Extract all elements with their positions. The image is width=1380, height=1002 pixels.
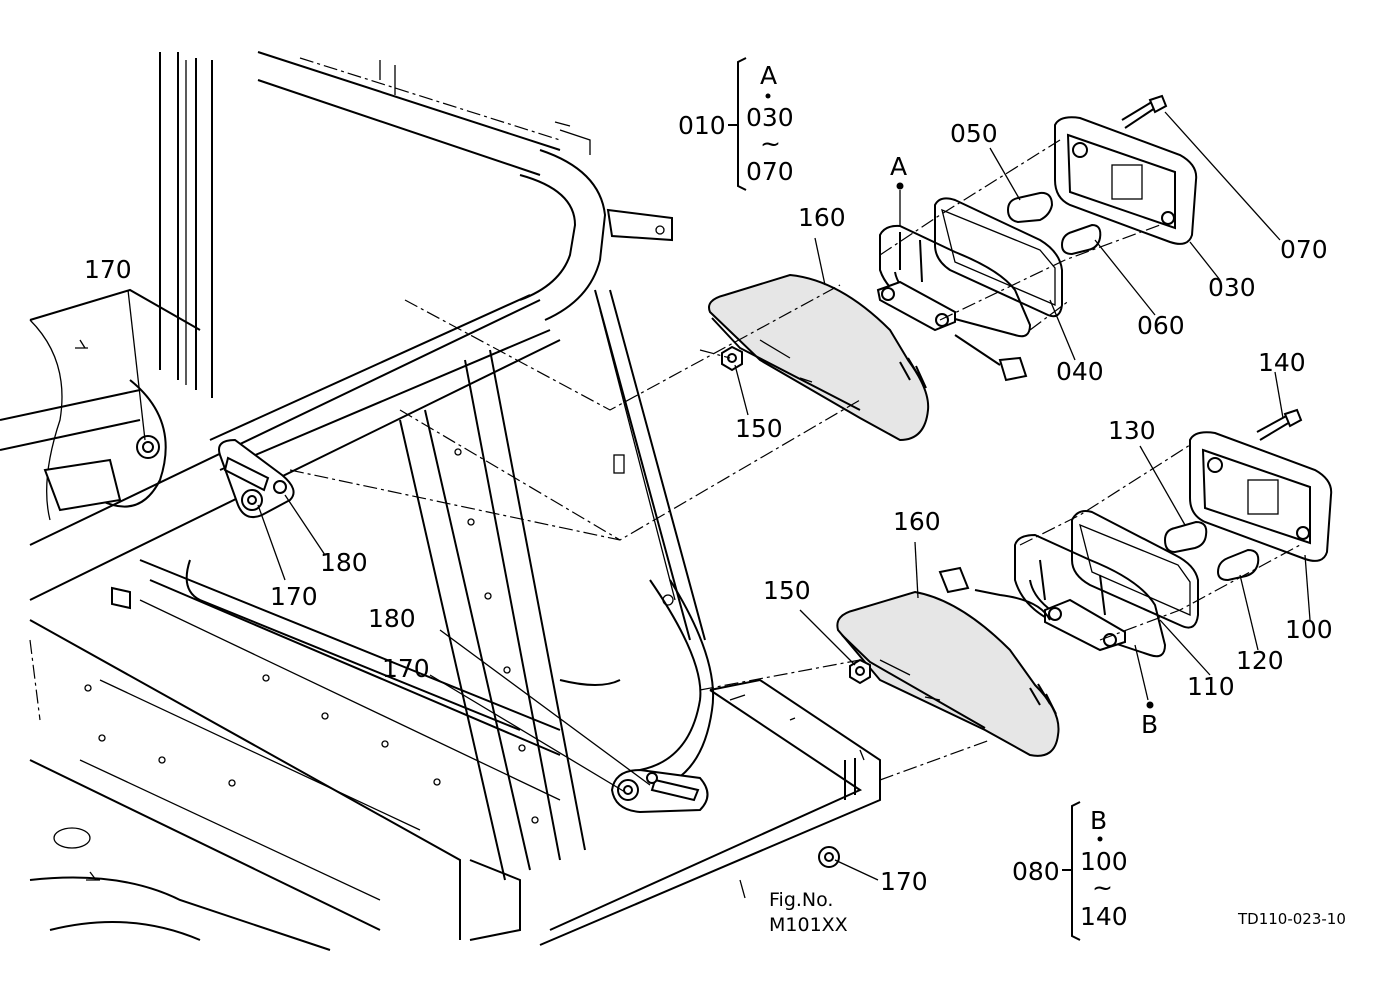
label-180-upper: 180 [320, 548, 368, 577]
label-140-group: 140 [1080, 902, 1128, 931]
drawing-code: TD110-023-10 [1237, 910, 1346, 928]
lens-030-upper [1054, 116, 1198, 245]
screw-140 [1256, 408, 1303, 441]
gasket-040-upper [934, 197, 1063, 318]
label-marker-b: B [1141, 710, 1158, 739]
label-160-lower: 160 [893, 507, 941, 536]
screw-070 [1121, 94, 1168, 129]
label-040: 040 [1056, 357, 1104, 386]
label-tilde-a: ~ [760, 129, 781, 158]
group-bracket-080 [1062, 801, 1103, 941]
floor-holes [84, 448, 539, 824]
bulb-060 [1060, 223, 1102, 256]
label-120: 120 [1236, 646, 1284, 675]
label-070-group: 070 [746, 157, 794, 186]
lamp-housing-160-upper [708, 273, 930, 442]
label-marker-a: A [890, 152, 907, 181]
label-140: 140 [1258, 348, 1306, 377]
label-070: 070 [1280, 235, 1328, 264]
label-060: 060 [1137, 311, 1185, 340]
label-030-group: 030 [746, 103, 794, 132]
bolt-170-lower [617, 779, 639, 801]
label-110: 110 [1187, 672, 1235, 701]
hinge-bracket-lower [610, 768, 709, 814]
lamp-body-040-upper [876, 224, 1032, 382]
alignment-lines [29, 139, 1301, 781]
label-030: 030 [1208, 273, 1256, 302]
fig-no-value: M101XX [769, 914, 848, 936]
marker-dot-b [1146, 701, 1154, 709]
label-150-lower: 150 [763, 576, 811, 605]
gasket-130-lower [1071, 510, 1199, 629]
bulb-120 [1216, 548, 1260, 582]
nut-150-upper [721, 345, 743, 372]
label-050: 050 [950, 119, 998, 148]
bulb-130 [1163, 520, 1208, 554]
label-160-upper: 160 [798, 203, 846, 232]
bulb-050 [1006, 191, 1054, 224]
label-180-lower: 180 [368, 604, 416, 633]
label-130: 130 [1108, 416, 1156, 445]
leader-lines [127, 111, 1311, 899]
label-170-lower: 170 [382, 654, 430, 683]
label-150-upper: 150 [735, 414, 783, 443]
label-group-a: A [760, 61, 777, 90]
cab-frame [0, 51, 881, 951]
bolt-170-upper-left [136, 435, 160, 459]
label-100-group: 100 [1080, 847, 1128, 876]
label-100: 100 [1285, 615, 1333, 644]
lens-100-lower [1189, 431, 1333, 562]
label-170-upper-left: 170 [84, 255, 132, 284]
label-080: 080 [1012, 857, 1060, 886]
label-group-b: B [1090, 806, 1107, 835]
label-010: 010 [678, 111, 726, 140]
group-bracket-010 [728, 57, 771, 191]
lamp-housing-160-lower [836, 590, 1060, 757]
bolt-170-hinge [241, 489, 263, 511]
part-labels: 010 A 030 ~ 070 050 A 070 030 060 040 16… [84, 61, 1346, 936]
hinge-bracket-upper [218, 438, 295, 518]
label-170-hinge: 170 [270, 582, 318, 611]
label-tilde-b: ~ [1092, 873, 1113, 902]
marker-dot-a [896, 182, 904, 190]
label-170-floor: 170 [880, 867, 928, 896]
bolt-170-floor [818, 846, 840, 868]
fig-no-label: Fig.No. [769, 889, 833, 911]
